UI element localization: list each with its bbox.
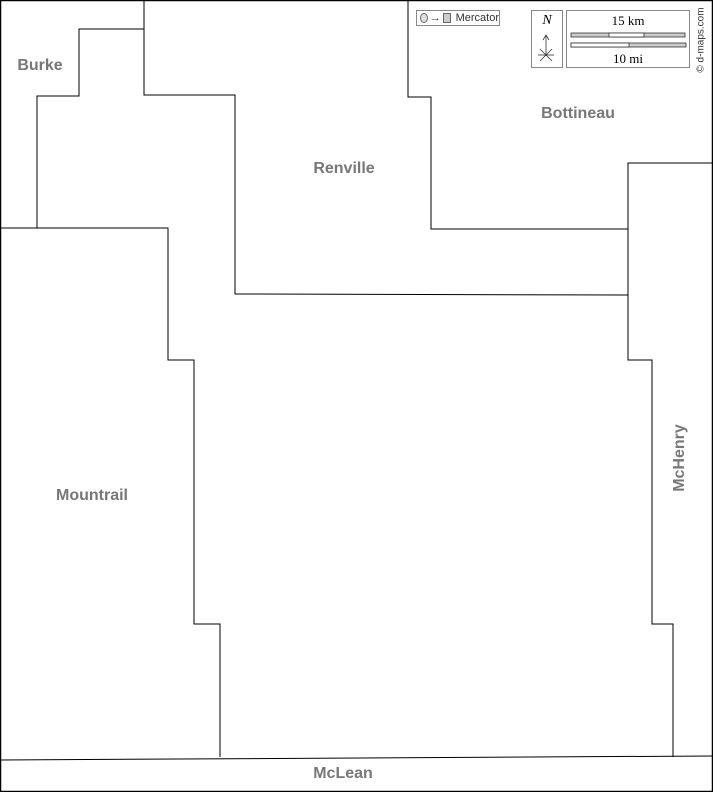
flat-map-icon: [442, 13, 451, 23]
burke-boundary: [36, 28, 144, 228]
region-label-burke: Burke: [17, 57, 63, 74]
region-label-mclean: McLean: [313, 765, 373, 782]
region-label-bottineau: Bottineau: [541, 105, 615, 122]
scale-km-label: 15 km: [611, 13, 645, 28]
north-arrow-icon: [538, 34, 554, 62]
mclean-boundary: [0, 755, 713, 761]
region-label-mountrail: Mountrail: [56, 487, 128, 504]
globe-icon: [420, 13, 428, 23]
scale-bars: [570, 32, 687, 48]
credit-text: © d-maps.com: [695, 7, 707, 73]
region-label-renville: Renville: [313, 160, 375, 177]
mchenry-boundary: [627, 162, 713, 757]
projection-label: Mercator: [455, 12, 499, 24]
mountrail-boundary: [0, 227, 221, 757]
region-label-mchenry: McHenry: [671, 424, 688, 492]
scale-box: 15 km 10 mi: [566, 10, 690, 68]
scale-mi-label: 10 mi: [613, 51, 643, 66]
renville-bottineau-boundary: [407, 0, 628, 230]
arrow-icon: →: [429, 12, 441, 24]
north-label: N: [542, 13, 552, 28]
projection-legend: → Mercator: [416, 10, 500, 26]
north-indicator: N: [531, 10, 563, 68]
burke-renville-boundary: [143, 0, 629, 296]
